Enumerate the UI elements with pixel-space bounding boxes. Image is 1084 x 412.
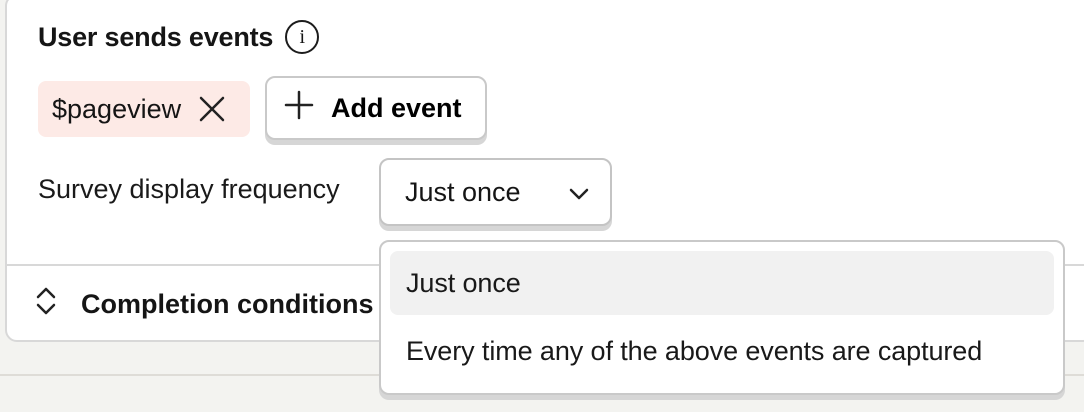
section-header: User sends events i bbox=[38, 18, 320, 56]
frequency-option-just-once[interactable]: Just once bbox=[390, 251, 1054, 315]
add-event-button[interactable]: Add event bbox=[265, 76, 487, 140]
completion-conditions-toggle[interactable]: Completion conditions bbox=[31, 282, 373, 326]
expand-collapse-icon bbox=[31, 284, 61, 325]
plus-icon bbox=[283, 89, 315, 128]
frequency-dropdown-menu: Just once Every time any of the above ev… bbox=[379, 240, 1065, 395]
completion-conditions-label: Completion conditions bbox=[81, 288, 374, 319]
frequency-selected-value: Just once bbox=[405, 176, 521, 207]
frequency-option-every-time[interactable]: Every time any of the above events are c… bbox=[406, 335, 983, 366]
survey-display-frequency-select[interactable]: Just once bbox=[379, 158, 612, 226]
close-icon[interactable] bbox=[195, 92, 229, 126]
chevron-down-icon bbox=[568, 177, 590, 208]
event-chip-pageview: $pageview bbox=[38, 81, 250, 137]
survey-display-frequency-label: Survey display frequency bbox=[38, 174, 340, 204]
add-event-label: Add event bbox=[331, 92, 462, 123]
section-title: User sends events bbox=[38, 21, 274, 52]
event-chip-label: $pageview bbox=[52, 93, 182, 124]
info-icon[interactable]: i bbox=[285, 20, 320, 54]
